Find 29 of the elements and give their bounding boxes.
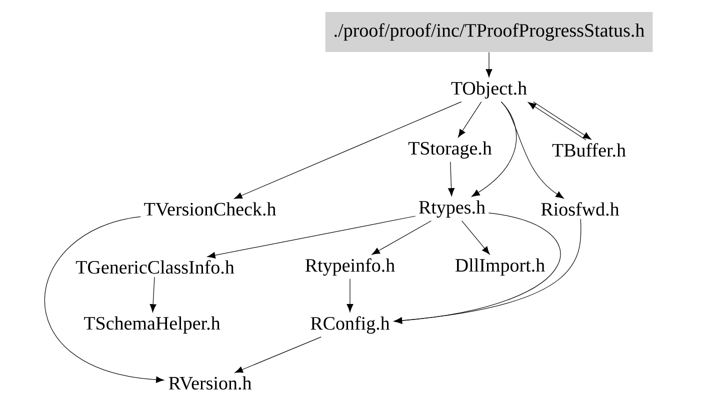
file-label: TStorage.h (408, 141, 492, 159)
arrow (207, 216, 416, 258)
file-label: TGenericClassInfo.h (76, 260, 234, 274)
arrow (234, 336, 322, 373)
arrow (234, 102, 462, 199)
file-label: Rtypes.h (419, 200, 486, 218)
file-label: RConfig.h (310, 316, 390, 334)
arrow (462, 220, 490, 255)
arrow (448, 162, 455, 196)
file-label: TVersionCheck.h (144, 202, 276, 216)
arrow (394, 218, 582, 324)
file-box: ./proof/proof/inc/TProofProgressStatus.h (325, 12, 653, 52)
arrow (150, 276, 156, 312)
file-label: Rtypeinfo.h (305, 258, 395, 276)
file-label: TBuffer.h (552, 143, 626, 157)
arrow (532, 102, 592, 140)
file-label: TSchemaHelper.h (84, 316, 220, 334)
arrow (486, 52, 492, 78)
file-label: Riosfwd.h (541, 202, 620, 216)
file-label: RVersion.h (168, 376, 252, 390)
arrow (44, 216, 164, 383)
arrow (500, 102, 564, 199)
file-label: TObject.h (451, 81, 527, 99)
arrow (372, 220, 432, 255)
arrow (472, 102, 517, 197)
file-label: DllImport.h (455, 258, 545, 276)
arrow (346, 278, 354, 312)
arrow (528, 102, 586, 140)
arrow (458, 102, 482, 138)
